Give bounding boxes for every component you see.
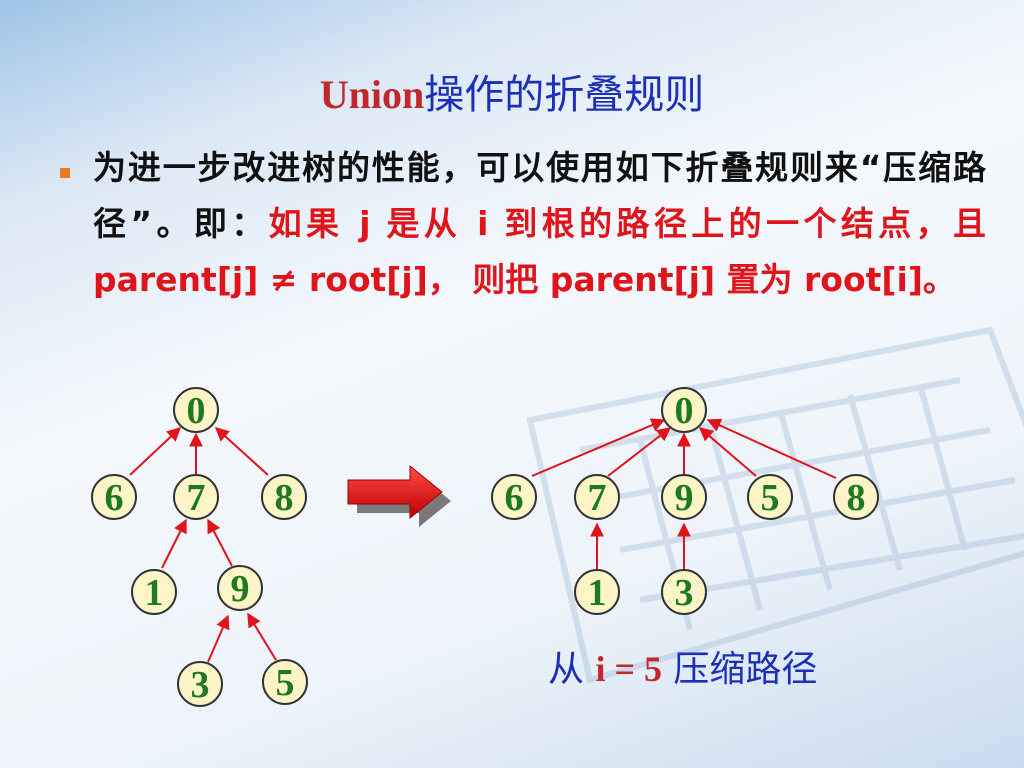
node-8: 8 [261,474,307,520]
node-6-after: 6 [491,474,537,520]
node-5-after: 5 [747,474,793,520]
svg-text:3: 3 [675,572,694,614]
node-6: 6 [91,474,137,520]
rule-intro-text: 为进一步改进树的性能，可以使用如下折叠规则来“压缩路径”。即： [93,148,986,243]
node-7-after: 7 [574,474,620,520]
keyboard-background-image [526,326,1024,684]
edge-6-0 [129,427,182,476]
edge-9-7 [207,518,233,567]
svg-text:5: 5 [761,477,780,519]
svg-text:0: 0 [187,390,206,432]
rule-definition-text: 如果 j 是从 i 到根的路径上的一个结点，且 parent[j] ≠ root… [93,204,986,299]
caption-equation: i = 5 [595,649,662,689]
svg-text:1: 1 [145,572,164,614]
edge-3-9 [207,614,230,663]
node-1: 1 [131,569,177,615]
node-8-after: 8 [833,474,879,520]
edge-5-9 [247,612,277,661]
svg-text:7: 7 [187,477,206,519]
svg-text:5: 5 [276,662,295,704]
node-1-after: 1 [574,569,620,615]
node-0: 0 [173,387,219,433]
slide-title: Union操作的折叠规则 [0,62,1024,120]
right-arrow-icon [347,464,451,527]
after-tree-edges [531,418,837,570]
node-0-after: 0 [661,387,707,433]
edge-5-0-after [698,427,757,477]
rule-paragraph: 为进一步改进树的性能，可以使用如下折叠规则来“压缩路径”。即：如果 j 是从 i… [93,140,986,308]
node-9-after: 9 [661,474,707,520]
node-5: 5 [262,659,308,705]
svg-text:1: 1 [588,572,607,614]
before-tree-nodes: 0 6 7 8 1 9 3 5 [91,387,308,707]
svg-text:8: 8 [847,477,866,519]
svg-text:9: 9 [675,477,694,519]
svg-text:6: 6 [105,477,124,519]
title-english: Union [319,72,425,117]
edge-8-0-after [706,418,837,479]
before-tree-edges [129,427,277,663]
after-tree-nodes: 0 6 7 9 5 8 1 3 [491,387,879,615]
node-3-after: 3 [661,569,707,615]
title-chinese: 操作的折叠规则 [424,72,705,118]
caption-prefix: 从 [548,649,596,690]
edge-1-7 [161,518,187,569]
svg-text:7: 7 [588,477,607,519]
node-9: 9 [217,565,263,611]
compression-caption: 从 i = 5 压缩路径 [548,640,817,692]
svg-text:0: 0 [675,390,694,432]
svg-text:9: 9 [231,568,250,610]
node-3: 3 [177,661,223,707]
edge-8-0 [214,427,269,476]
node-7: 7 [173,474,219,520]
square-bullet-icon [60,168,70,178]
edge-7-0-after [607,427,672,477]
svg-text:3: 3 [191,664,210,706]
caption-suffix: 压缩路径 [661,649,818,690]
svg-text:8: 8 [275,477,294,519]
svg-text:6: 6 [505,477,524,519]
edge-6-0-after [531,418,666,477]
